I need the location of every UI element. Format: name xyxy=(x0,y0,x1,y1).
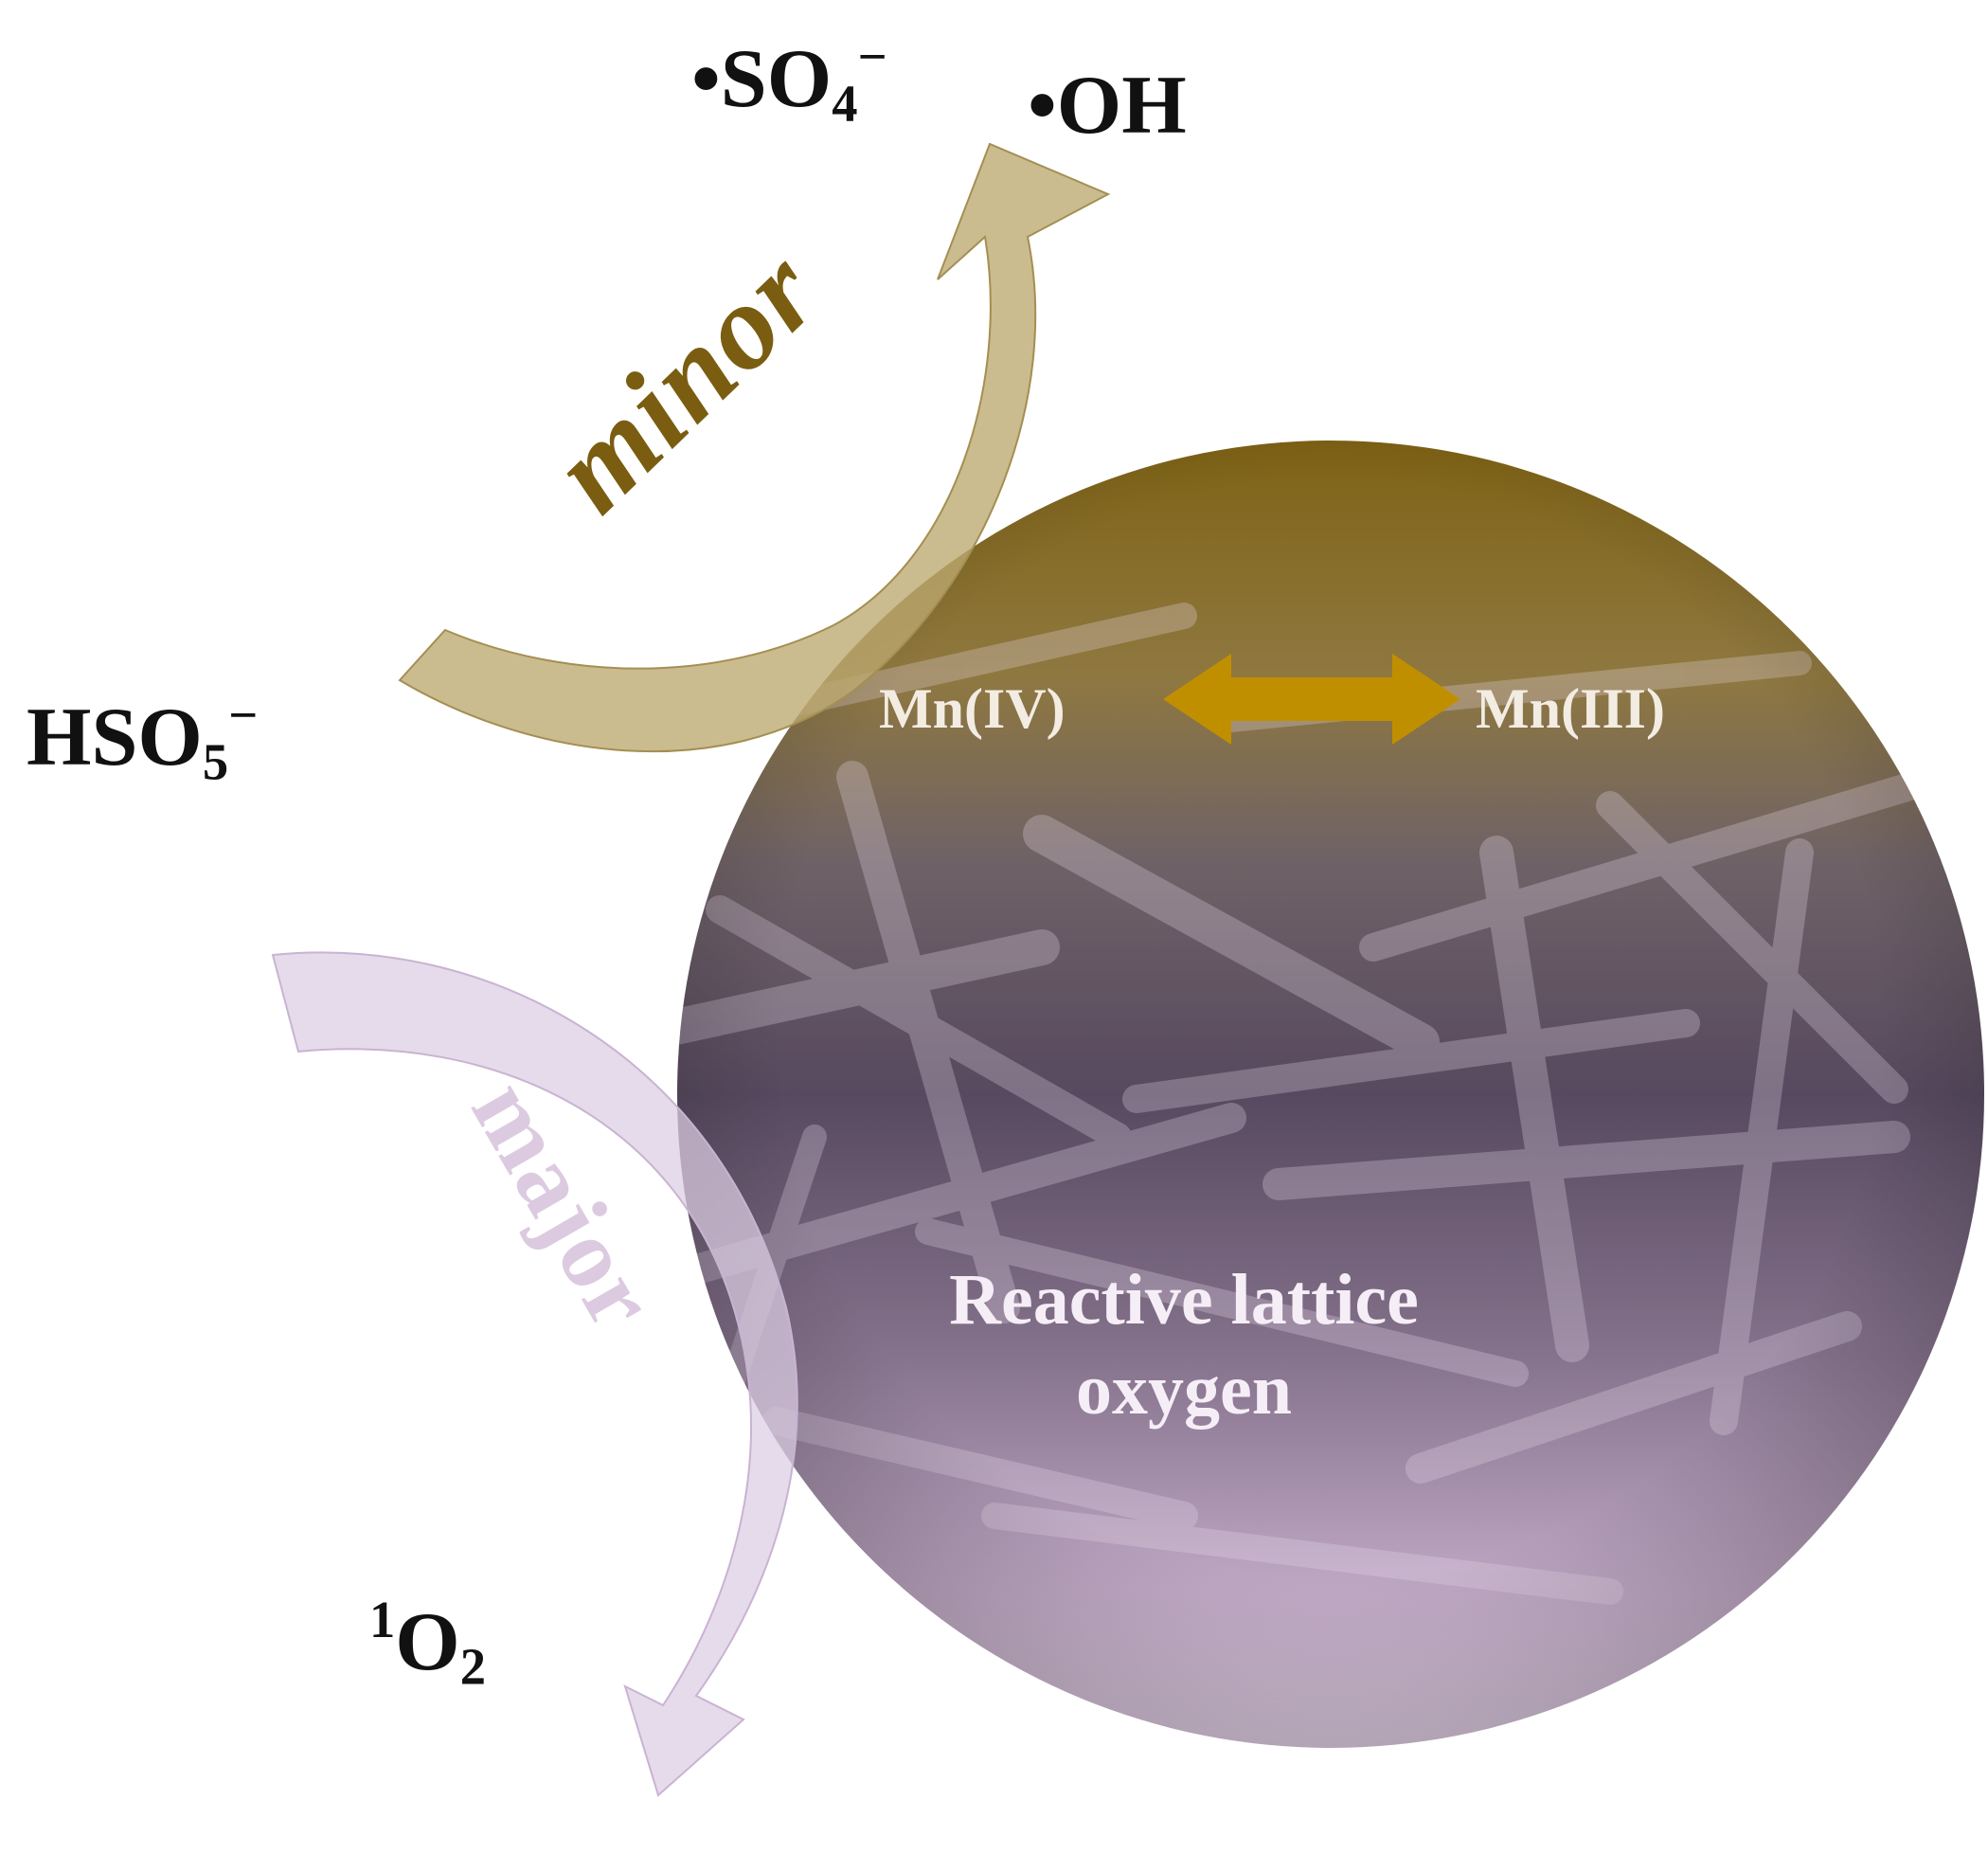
reactive-lattice-oxygen-label: Reactive lattice oxygen xyxy=(949,1260,1419,1430)
singlet-oxygen-label: 1O2 xyxy=(369,1591,487,1696)
redox-double-arrow xyxy=(1163,654,1460,745)
peroxymonosulfate-label: HSO5− xyxy=(27,686,259,791)
mn-iii-label: Mn(III) xyxy=(1476,677,1666,740)
sulfate-radical-label: •SO4− xyxy=(691,27,887,133)
hydroxyl-radical-label: •OH xyxy=(1028,60,1187,152)
mn-iv-label: Mn(IV) xyxy=(879,677,1066,740)
major-pathway-arrow xyxy=(271,951,798,1797)
catalyst-sphere xyxy=(677,441,1984,1748)
minor-pathway-arrow xyxy=(398,142,1111,753)
